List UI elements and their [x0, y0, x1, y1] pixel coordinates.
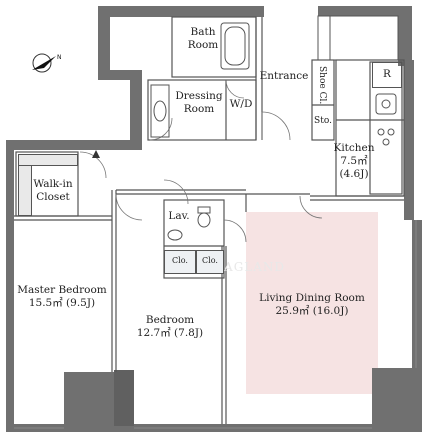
master-bedroom-label: Master Bedroom 15.5㎡ (9.5J) [17, 284, 107, 309]
window-lines [14, 220, 417, 429]
balcony-outline [317, 15, 399, 61]
walkin-closet-label: Walk-in Closet [33, 178, 73, 203]
washer-dryer-label: W/D [229, 98, 253, 110]
closet-b: Clo. [196, 250, 224, 274]
refrigerator: R [372, 62, 402, 88]
refrigerator-label: R [383, 68, 391, 80]
entry-marker-icon [92, 150, 100, 158]
lav-sink-icon [167, 229, 183, 241]
entrance-label: Entrance [259, 70, 309, 82]
toilet-icon [197, 206, 211, 228]
north-arrow-icon: N [32, 53, 62, 73]
bath-room-label: Bath Room [187, 26, 219, 51]
door-swing-icon [79, 79, 323, 243]
closet-a: Clo. [164, 250, 196, 274]
living-dining-label: Living Dining Room 25.9㎡ (16.0J) [259, 292, 365, 317]
stove-icon [375, 93, 397, 146]
exterior-walls [6, 6, 422, 432]
living-room-tint [246, 212, 378, 394]
dressing-room-label: Dressing Room [175, 90, 223, 115]
closet-a-label: Clo. [172, 256, 188, 265]
kitchen-label: Kitchen 7.5㎡ (4.6J) [333, 142, 375, 180]
bedroom-label: Bedroom 12.7㎡ (7.8J) [136, 314, 204, 339]
shoe-closet-label: Shoe Cl. [317, 66, 327, 105]
closet-b-label: Clo. [202, 256, 218, 265]
sink-icon [150, 84, 170, 138]
lavatory-label: Lav. [168, 210, 190, 222]
watermark: RAGLAND [214, 260, 286, 274]
bathtub-icon [220, 22, 250, 70]
storage-label: Sto. [314, 116, 332, 126]
interior-walls [14, 16, 405, 424]
svg-text:N: N [57, 54, 62, 61]
walkin-closet-shelf-top [18, 154, 78, 166]
